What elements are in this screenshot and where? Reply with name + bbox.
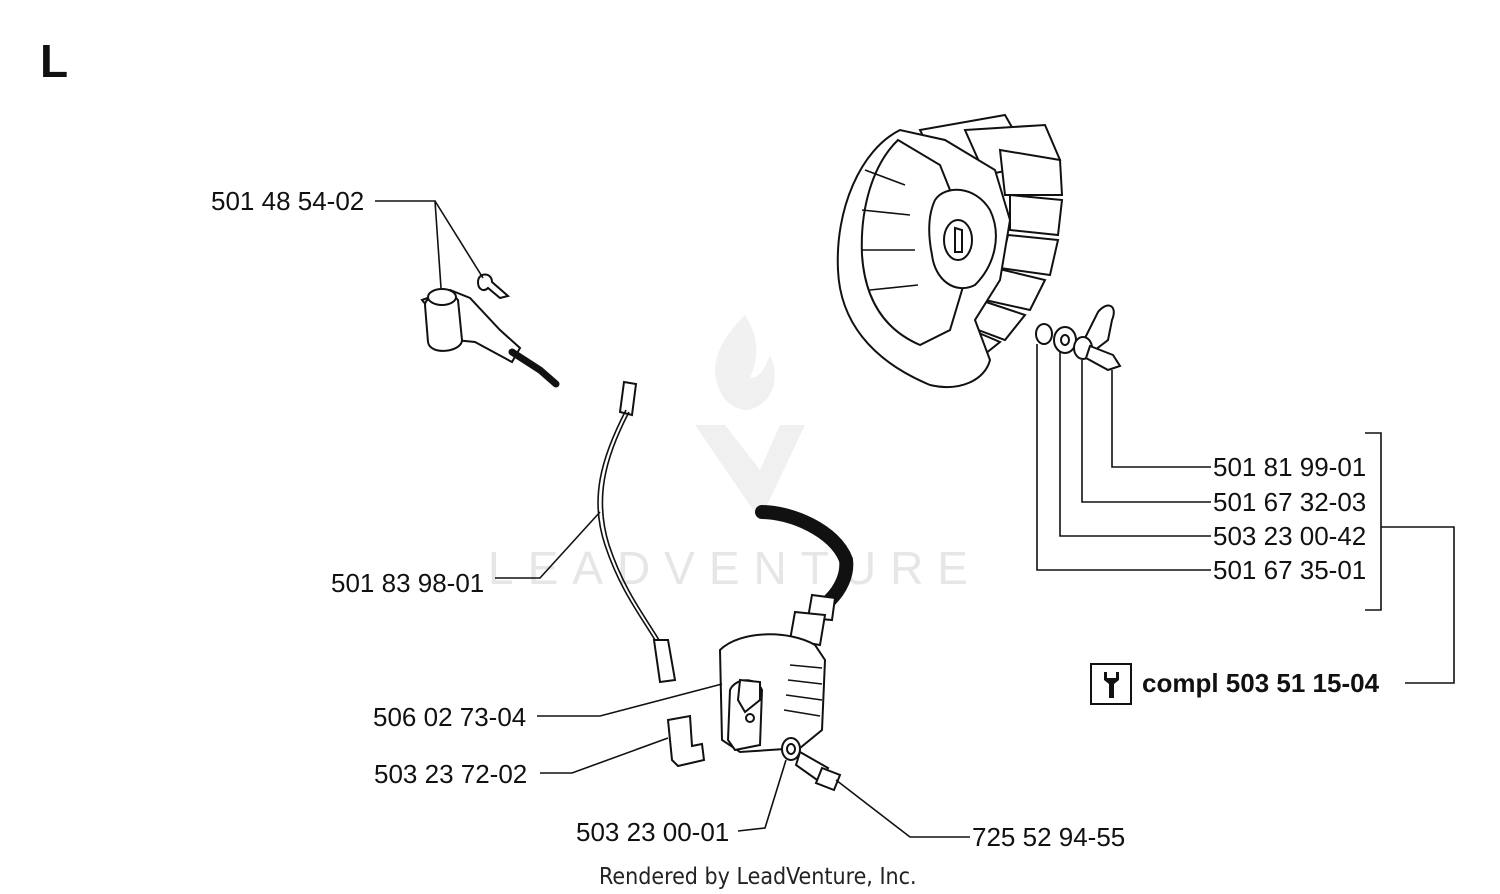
ignition-module-drawing — [718, 505, 854, 754]
clip-drawing — [666, 714, 706, 768]
module-screw-drawing — [781, 737, 842, 792]
render-credit: Rendered by LeadVenture, Inc. — [599, 864, 917, 890]
short-circuit-cable-drawing — [597, 380, 677, 684]
flywheel-drawing — [836, 113, 1064, 388]
kit-label: compl 503 51 15-04 — [1142, 668, 1380, 698]
watermark-text: LEADVENTURE — [488, 542, 982, 594]
leader-lines — [375, 200, 1455, 838]
part-number-clip: 503 23 72-02 — [374, 759, 527, 789]
part-number-ignition-module: 506 02 73-04 — [373, 702, 526, 732]
ignition-lead-end-drawing — [420, 273, 560, 388]
part-number-washer-flywheel: 503 23 00-42 — [1213, 521, 1366, 551]
section-letter: L — [40, 35, 68, 87]
part-number-screw-module: 725 52 94-55 — [972, 822, 1125, 852]
part-number-ignition-lead-end: 501 48 54-02 — [211, 186, 364, 216]
part-number-nut: 501 81 99-01 — [1213, 452, 1366, 482]
wrench-icon — [1090, 663, 1132, 705]
watermark-logo-icon — [695, 315, 805, 520]
part-number-short-circuit-cable: 501 83 98-01 — [331, 568, 484, 598]
part-number-pawl-washer: 501 67 32-03 — [1213, 487, 1366, 517]
part-number-pawl: 501 67 35-01 — [1213, 555, 1366, 585]
part-number-washer-module: 503 23 00-01 — [576, 817, 729, 847]
flywheel-hardware-drawing — [1035, 304, 1122, 372]
